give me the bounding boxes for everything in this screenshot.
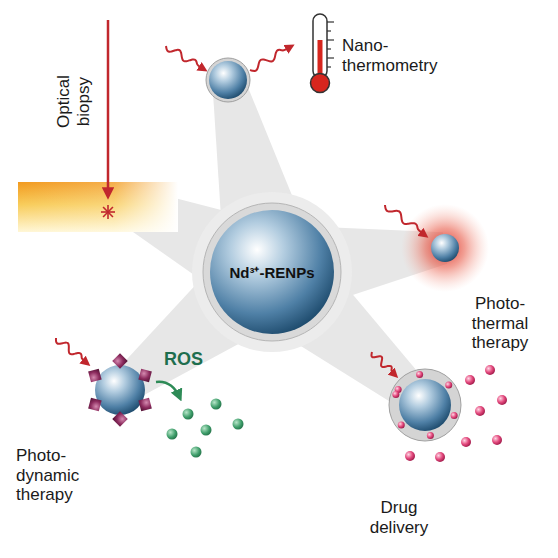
ros-molecule <box>191 447 202 458</box>
laser-beam <box>107 20 110 196</box>
ros-molecule <box>183 409 194 420</box>
star-hub <box>192 192 352 352</box>
drug-carrier <box>399 379 451 431</box>
loaded-drug <box>451 412 458 419</box>
application-label: Optical biopsy <box>54 66 93 138</box>
excitation-wave <box>166 46 205 70</box>
nanoparticle-core: Nd³⁺-RENPs <box>202 202 342 342</box>
core-sphere <box>210 210 334 334</box>
thermometry-particle <box>209 61 247 99</box>
tick <box>327 39 334 40</box>
emission-wave <box>250 46 292 71</box>
thermometer-icon <box>311 14 335 93</box>
focus-star <box>101 205 115 219</box>
excitation-wave <box>56 338 88 364</box>
ros-label: ROS <box>164 349 224 370</box>
released-drug <box>435 452 445 462</box>
application-label: Photo- thermal therapy <box>452 294 548 353</box>
loaded-drug <box>398 421 405 428</box>
tick <box>327 30 331 31</box>
application-label: Drug delivery <box>357 498 441 537</box>
loaded-drug <box>445 382 452 389</box>
core-label: Nd³⁺-RENPs <box>229 262 314 282</box>
photosensitizer <box>138 369 151 382</box>
ros-molecule <box>233 419 244 430</box>
thermometry-particle-shell <box>206 58 250 102</box>
tissue-band <box>18 182 178 232</box>
tick <box>327 48 331 49</box>
star-ray <box>103 207 113 217</box>
excitation-wave <box>371 352 396 376</box>
thermometer-bulb <box>311 74 330 93</box>
drug-carrier-shell <box>389 369 461 441</box>
photosensitizer <box>88 369 101 382</box>
photothermal-particle <box>431 234 459 262</box>
tick <box>327 57 334 58</box>
application-label: Photo- dynamic therapy <box>16 446 112 505</box>
ros-molecule <box>201 425 212 436</box>
excitation-wave <box>385 205 426 236</box>
tissue-fade <box>18 182 178 232</box>
ros-molecule <box>167 429 178 440</box>
released-drug <box>461 437 471 447</box>
ros-molecule <box>211 399 222 410</box>
pdt-particle <box>95 365 145 415</box>
released-drug <box>465 375 475 385</box>
loaded-drug <box>416 371 423 378</box>
tick <box>327 21 334 22</box>
loaded-drug <box>392 391 399 398</box>
energy-transfer-arrow <box>156 382 180 398</box>
released-drug <box>405 451 415 461</box>
photosensitizer <box>88 398 101 411</box>
released-drug <box>475 406 485 416</box>
loaded-drug <box>427 432 434 439</box>
core-shell <box>203 203 341 341</box>
photosensitizer <box>138 398 151 411</box>
heat-glow <box>401 204 489 292</box>
star-arms <box>105 76 447 417</box>
photosensitizer <box>112 411 128 427</box>
application-label: Nano- thermometry <box>342 36 460 75</box>
released-drug <box>497 395 507 405</box>
photosensitizer <box>112 353 128 369</box>
released-drug <box>485 365 495 375</box>
tick <box>327 66 331 67</box>
released-drug <box>492 435 502 445</box>
